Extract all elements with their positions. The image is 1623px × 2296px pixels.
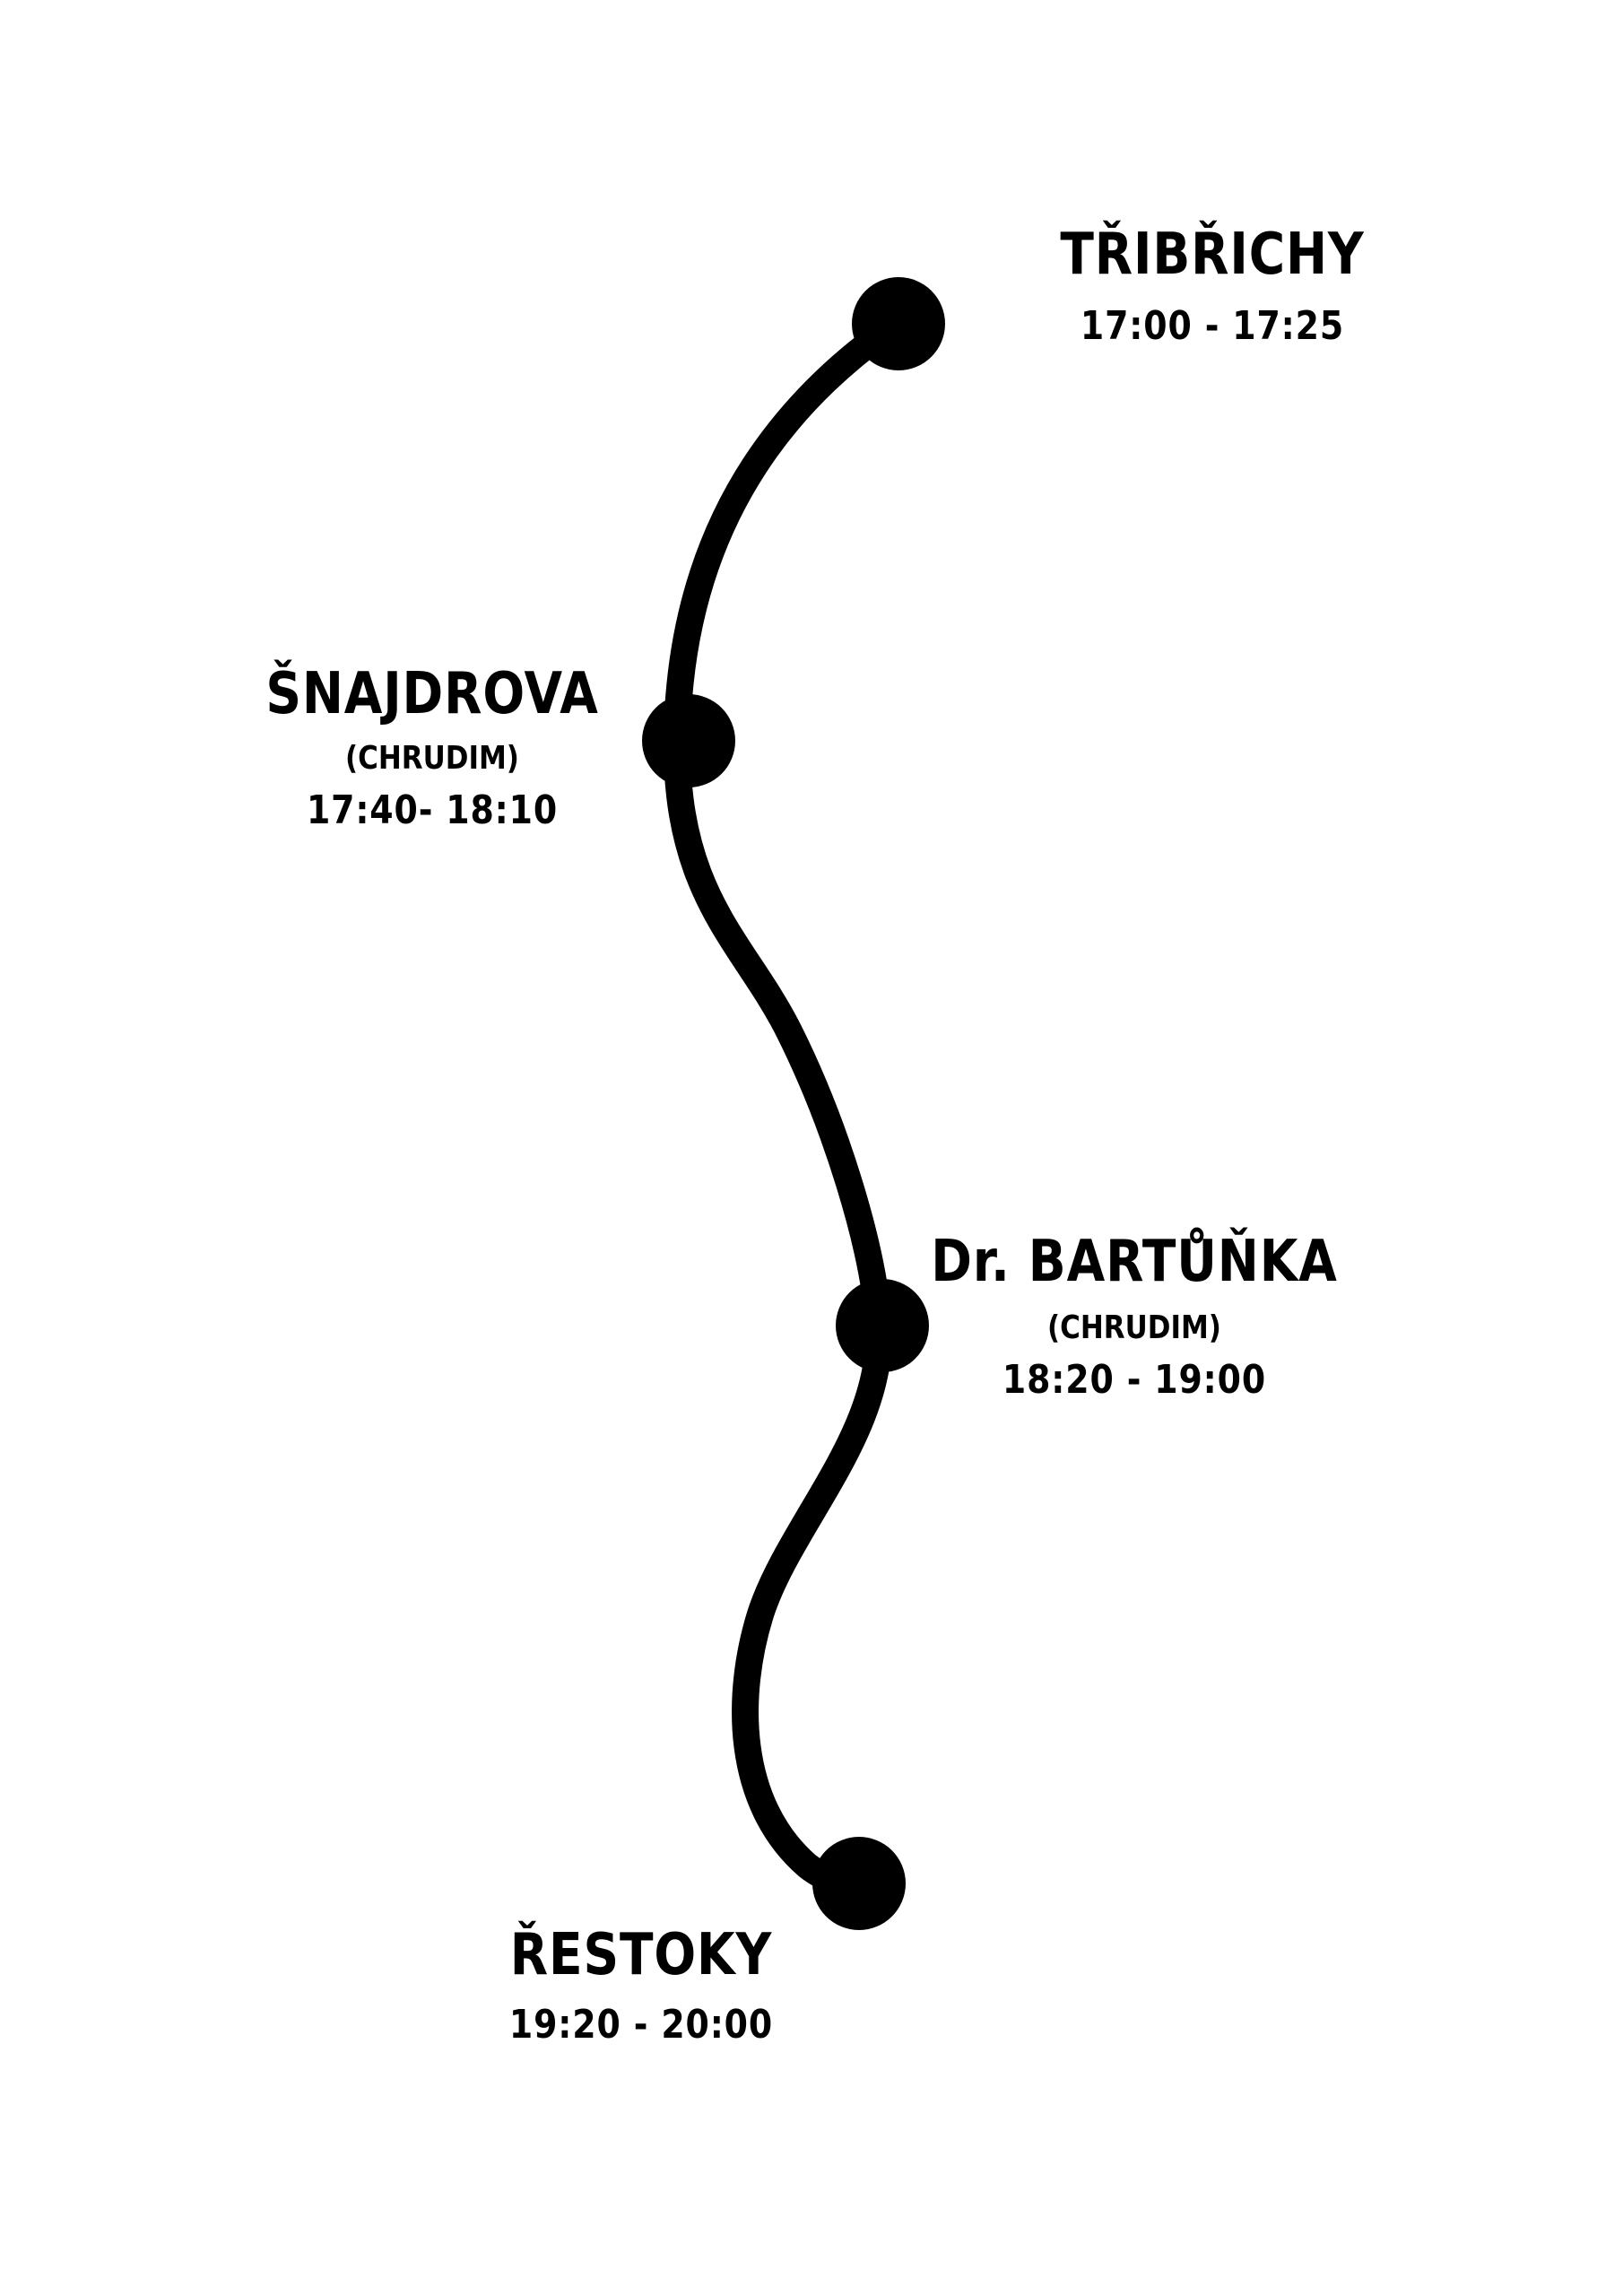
stop-name: Dr. BARTŮŇKA (931, 1229, 1338, 1295)
stop-time: 17:00 - 17:25 (1080, 303, 1345, 349)
stop-time: 18:20 - 19:00 (1002, 1357, 1267, 1403)
stop-name: ŠNAJDROVA (265, 661, 599, 727)
stop-name: ŘESTOKY (509, 1922, 773, 1988)
stop-marker-3 (836, 1279, 929, 1372)
stop-label-snajdrova: ŠNAJDROVA (CHRUDIM) 17:40- 18:10 (239, 665, 626, 831)
route-line (663, 309, 910, 1897)
stop-subtitle: (CHRUDIM) (1047, 1309, 1221, 1346)
stop-marker-2 (642, 694, 735, 787)
stop-marker-1 (852, 277, 945, 370)
stop-name: TŘIBŘICHY (1060, 222, 1365, 288)
stop-subtitle: (CHRUDIM) (345, 740, 519, 777)
stop-label-tribrichy: TŘIBŘICHY 17:00 - 17:25 (1036, 226, 1390, 346)
stop-time: 19:20 - 20:00 (508, 2002, 774, 2048)
stop-marker-4 (812, 1837, 906, 1930)
stop-time: 17:40- 18:10 (306, 787, 559, 833)
stop-label-restoky: ŘESTOKY 19:20 - 20:00 (488, 1926, 794, 2045)
stop-label-dr-bartunka: Dr. BARTŮŇKA (CHRUDIM) 18:20 - 19:00 (898, 1233, 1370, 1400)
